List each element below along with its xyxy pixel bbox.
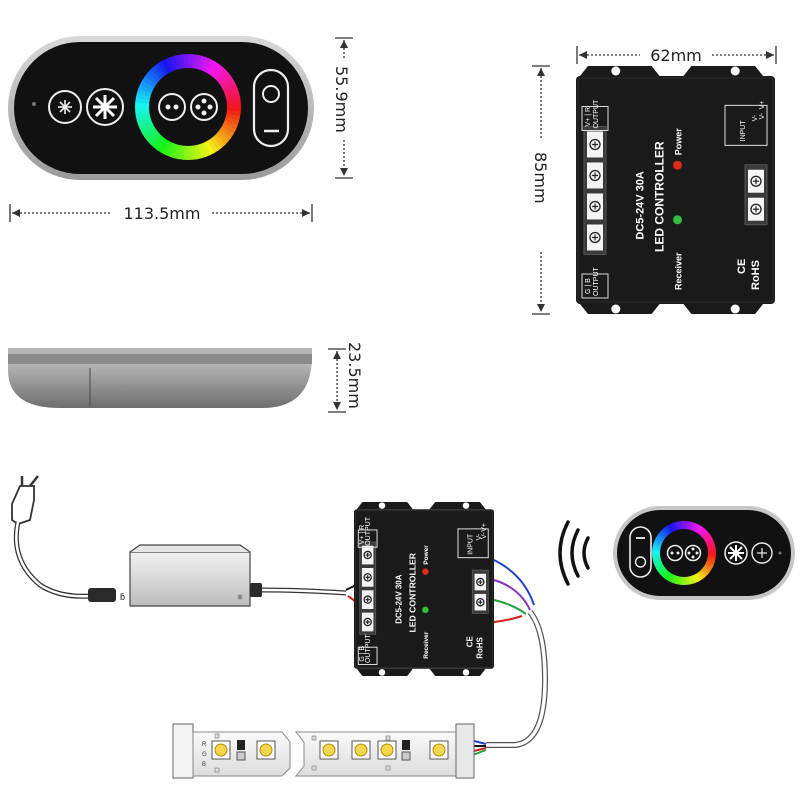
remote-height-label: 55.9mm <box>332 66 351 133</box>
svg-text:V-: V- <box>752 114 759 121</box>
svg-text:DC5-24V 30A: DC5-24V 30A <box>395 574 404 624</box>
svg-text:DC5-24V 30A: DC5-24V 30A <box>635 171 647 240</box>
controller-height-label: 85mm <box>531 152 550 204</box>
svg-text:INPUT: INPUT <box>467 533 474 555</box>
sun-icon <box>86 88 124 126</box>
remote-thickness-dimension <box>328 348 346 413</box>
remote-thickness-label: 23.5mm <box>345 342 364 409</box>
svg-text:V+: V+ <box>759 101 766 110</box>
svg-text:CE: CE <box>465 636 474 647</box>
svg-text:V+: V+ <box>481 523 488 532</box>
svg-text:V-: V- <box>759 112 766 119</box>
power-supply: ƃ <box>88 544 363 607</box>
svg-text:V-: V- <box>476 533 483 540</box>
controller-width-dimension <box>576 46 777 64</box>
remote-width-label: 113.5mm <box>124 204 201 223</box>
strip-pad-labels: R G B <box>202 742 207 768</box>
svg-text:V+ | R: V+ | R <box>585 107 592 127</box>
svg-text:Receiver: Receiver <box>423 631 430 658</box>
svg-text:RoHS: RoHS <box>475 637 484 659</box>
svg-text:OUTPUT: OUTPUT <box>365 634 372 664</box>
svg-text:INPUT: INPUT <box>740 120 747 142</box>
svg-text:G | B: G | B <box>585 278 592 294</box>
remote-in-use <box>613 506 795 600</box>
pad-label-b: B <box>202 762 206 768</box>
brightness-icon <box>48 90 82 124</box>
svg-text:ƃ: ƃ <box>120 592 125 602</box>
remote-indicator-dot <box>32 102 36 106</box>
remote-width-dimension <box>9 204 313 222</box>
pad-label-g: G <box>202 752 207 758</box>
svg-text:V+ | R: V+ | R <box>359 525 366 545</box>
output-wires <box>469 559 549 757</box>
signal-waves-icon <box>558 520 590 586</box>
remote-height-dimension <box>335 37 353 179</box>
svg-text:LED CONTROLLER: LED CONTROLLER <box>408 552 418 632</box>
svg-text:V-: V- <box>481 532 488 539</box>
svg-text:Receiver: Receiver <box>673 252 683 290</box>
svg-text:RoHS: RoHS <box>750 260 762 290</box>
power-toggle-icon <box>252 68 290 148</box>
svg-text:Power: Power <box>673 128 683 156</box>
remote-side-view <box>8 348 312 408</box>
controller-width-label: 62mm <box>650 46 702 65</box>
mode-icon <box>158 93 218 121</box>
svg-text:G | B: G | B <box>359 645 366 661</box>
remote-front-view <box>8 36 314 180</box>
svg-text:CE: CE <box>736 259 748 274</box>
svg-text:LED CONTROLLER: LED CONTROLLER <box>653 141 667 252</box>
led-strip: R G B <box>172 723 475 779</box>
plug-icon <box>11 475 91 599</box>
svg-text:OUTPUT: OUTPUT <box>593 267 600 297</box>
pad-label-r: R <box>202 742 207 748</box>
color-wheel-icon <box>135 54 241 160</box>
controller-height-dimension <box>532 65 550 315</box>
svg-text:OUTPUT: OUTPUT <box>593 99 600 129</box>
svg-text:OUTPUT: OUTPUT <box>365 516 372 546</box>
svg-text:Power: Power <box>423 545 430 565</box>
